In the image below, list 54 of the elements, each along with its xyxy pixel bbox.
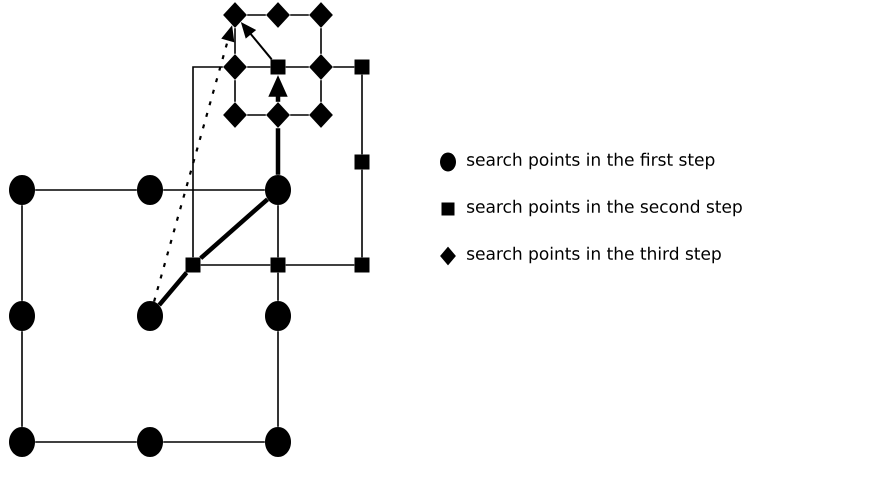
search-window-line — [320, 28, 322, 54]
search-point-diamond — [266, 2, 290, 28]
search-point-circle — [137, 427, 163, 457]
path-line — [276, 128, 280, 175]
search-window-line — [192, 66, 223, 258]
path-line — [157, 271, 188, 307]
search-window-line — [277, 272, 279, 301]
search-window-line — [247, 114, 266, 116]
search-point-circle — [265, 175, 291, 205]
search-point-circle — [9, 301, 35, 331]
search-point-square — [354, 154, 370, 170]
search-point-circle — [9, 427, 35, 457]
search-window-line — [247, 66, 270, 68]
search-window-line — [234, 28, 236, 54]
search-point-circle — [265, 301, 291, 331]
search-window-line — [21, 331, 23, 427]
search-point-circle — [137, 175, 163, 205]
search-window-line — [361, 74, 363, 154]
search-window-line — [163, 189, 265, 191]
search-point-circle — [9, 175, 35, 205]
search-window-line — [277, 205, 279, 258]
search-point-diamond — [223, 2, 247, 28]
search-point-diamond — [266, 102, 290, 128]
search-window-line — [35, 189, 137, 191]
path-line — [199, 198, 270, 260]
search-point-square — [186, 258, 200, 272]
search-window-line — [234, 80, 236, 102]
search-point-diamond — [309, 54, 333, 80]
search-window-line — [35, 441, 137, 443]
search-point-diamond — [223, 102, 247, 128]
search-window-line — [163, 441, 265, 443]
search-window-line — [247, 14, 266, 16]
legend-text: search points in the first step — [467, 152, 714, 170]
search-point-square — [354, 60, 370, 74]
legend-text: search points in the third step — [467, 246, 721, 264]
search-point-square — [270, 258, 286, 272]
legend-text: search points in the second step — [467, 200, 742, 216]
search-point-square — [270, 60, 286, 74]
search-window-line — [21, 205, 23, 301]
search-window-line — [286, 66, 309, 68]
search-window-line — [277, 331, 279, 427]
search-window-line — [361, 170, 363, 258]
search-window-line — [333, 66, 354, 68]
search-point-diamond — [309, 102, 333, 128]
search-window-line — [290, 114, 309, 116]
search-point-diamond — [223, 54, 247, 80]
search-window-line — [320, 80, 322, 102]
search-point-circle — [137, 301, 163, 331]
search-point-diamond — [309, 2, 333, 28]
search-point-circle — [265, 427, 291, 457]
search-window-line — [200, 264, 270, 266]
search-point-square — [354, 258, 370, 272]
search-window-line — [286, 264, 354, 266]
search-window-line — [290, 14, 309, 16]
